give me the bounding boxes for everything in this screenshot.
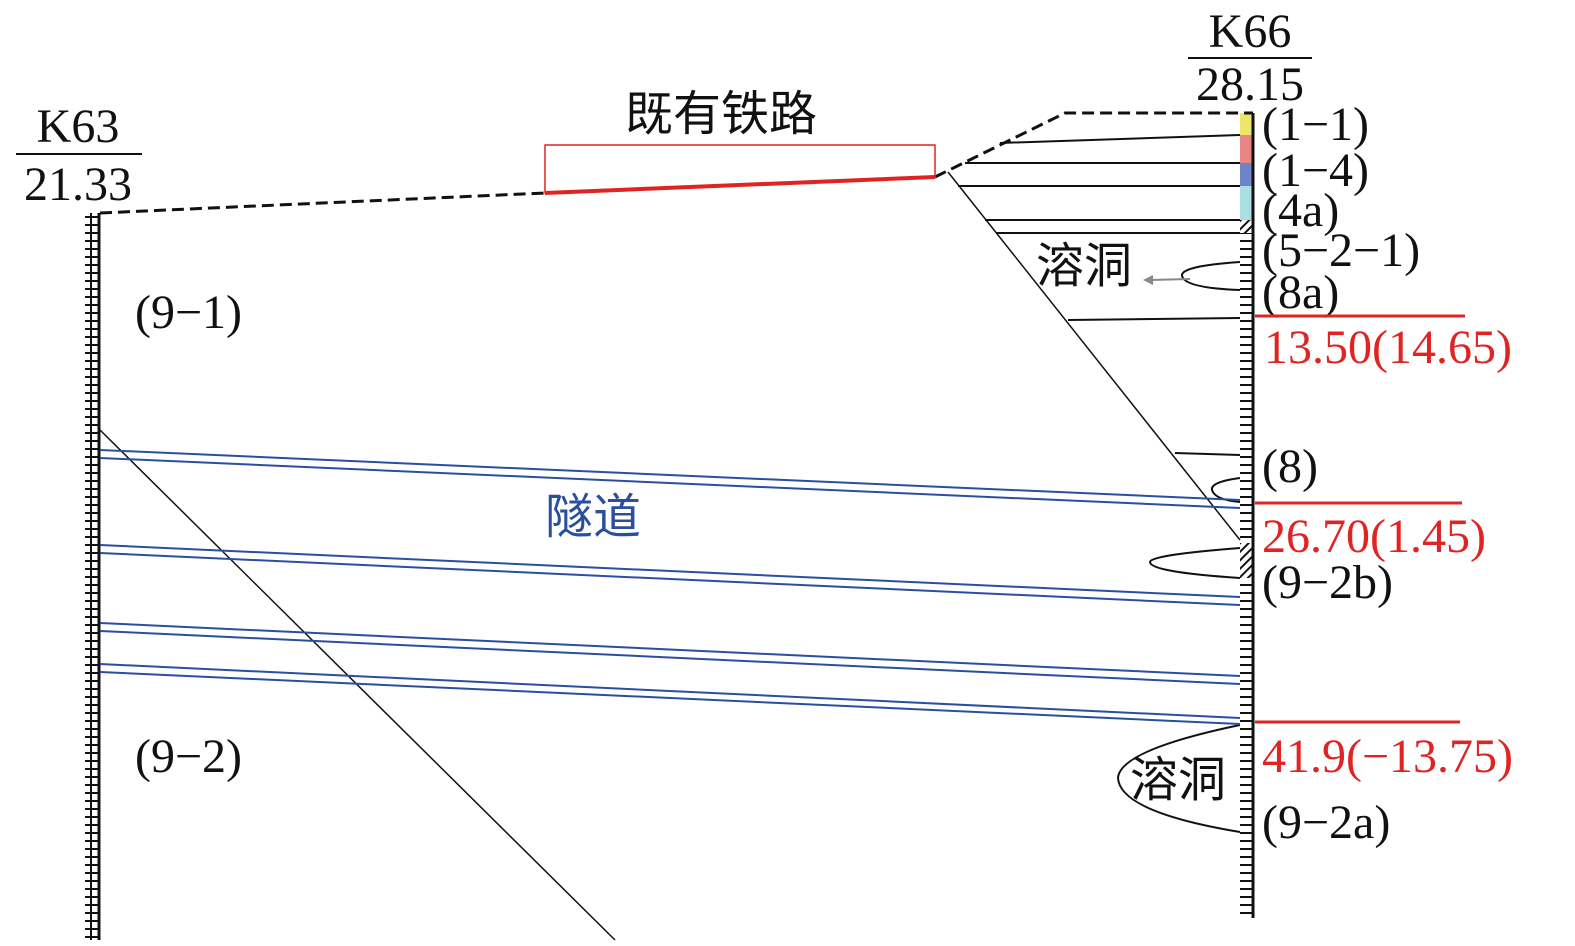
cave-lens-lower [1116, 724, 1241, 833]
fault-line-right [947, 171, 1241, 541]
stratum-label: (8) [1262, 440, 1318, 493]
depth-mark: 26.70(1.45) [1262, 510, 1486, 563]
borehole-k63: K63 21.33 [16, 100, 142, 940]
stratum-label: (9−1) [135, 286, 242, 339]
cave-arrow-head [1143, 275, 1153, 285]
stratum-label: (9−2) [135, 730, 242, 783]
right-strata-labels: (1−1) (1−4) (4a) (5−2−1) (8a) (8) (9−2b)… [1262, 98, 1420, 849]
stratum-label: (5−2−1) [1262, 224, 1420, 277]
stratum-label: (1−1) [1262, 98, 1369, 151]
stratum-label: (9−2b) [1262, 556, 1393, 609]
borehole-k66-name: K66 [1209, 5, 1292, 58]
railway-label: 既有铁路 [625, 88, 817, 141]
tunnel [99, 449, 1241, 725]
stratum-label: (1−4) [1262, 144, 1369, 197]
borehole-k66-elevation: 28.15 [1196, 58, 1304, 111]
borehole-k63-column [85, 213, 99, 940]
existing-railway: 既有铁路 [544, 88, 936, 195]
fault-line-left [99, 429, 616, 941]
depth-marks: 13.50(14.65) 26.70(1.45) 41.9(−13.75) [1255, 314, 1513, 783]
strata-boundaries [99, 134, 1241, 941]
cave-label-lower: 溶洞 [1130, 754, 1226, 807]
stratum-label: (8a) [1262, 266, 1339, 319]
stratum-label: (4a) [1262, 184, 1339, 237]
borehole-k63-name: K63 [37, 100, 120, 153]
borehole-k66: K66 28.15 [1188, 5, 1312, 918]
depth-mark: 13.50(14.65) [1264, 321, 1512, 374]
cave-lens-upper [1181, 261, 1241, 291]
borehole-k63-elevation: 21.33 [24, 158, 132, 211]
lens-9-2b [1148, 547, 1241, 579]
stratum-label: (9−2a) [1262, 796, 1390, 849]
cave-arrow [1149, 278, 1191, 281]
depth-mark: 41.9(−13.75) [1262, 730, 1513, 783]
cave-label-upper: 溶洞 [1036, 240, 1132, 293]
borehole-k66-column [1240, 233, 1253, 543]
ground-surface [99, 111, 1253, 215]
tunnel-label: 隧道 [545, 491, 641, 544]
